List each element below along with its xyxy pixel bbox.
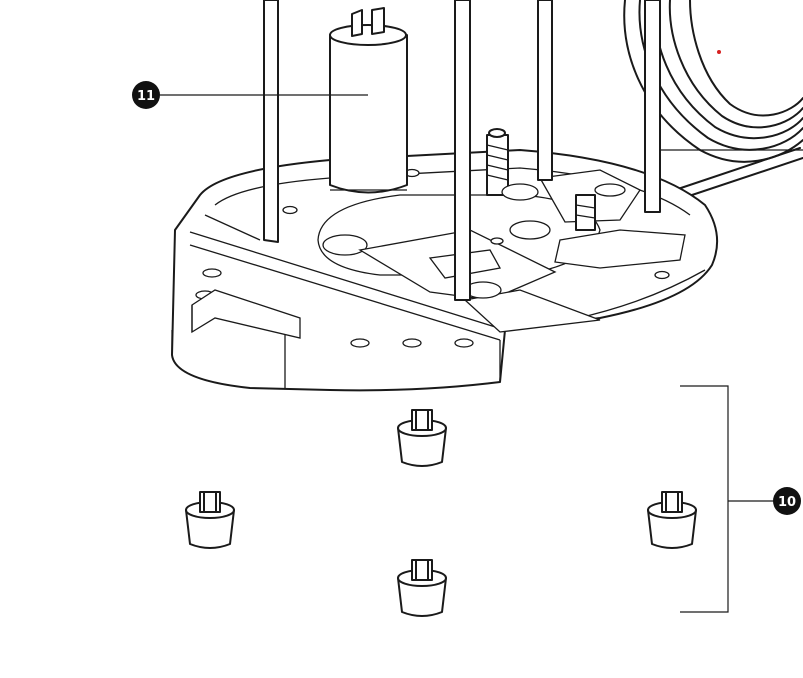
- callout-11-label: 11: [137, 89, 155, 104]
- red-marker: [717, 50, 721, 54]
- rubber-foot-left: [185, 491, 235, 549]
- rubber-foot-right: [647, 491, 697, 549]
- callout-10-label: 10: [778, 495, 796, 510]
- terminal-posts: [486, 128, 626, 231]
- callout-11: 11: [132, 81, 368, 109]
- rubber-foot-top: [397, 409, 447, 467]
- base-plate: [171, 149, 719, 392]
- rubber-foot-bottom: [397, 559, 447, 617]
- vertical-rods: [263, 0, 661, 301]
- callout-10: 10: [680, 385, 801, 613]
- capacitor: [329, 7, 408, 194]
